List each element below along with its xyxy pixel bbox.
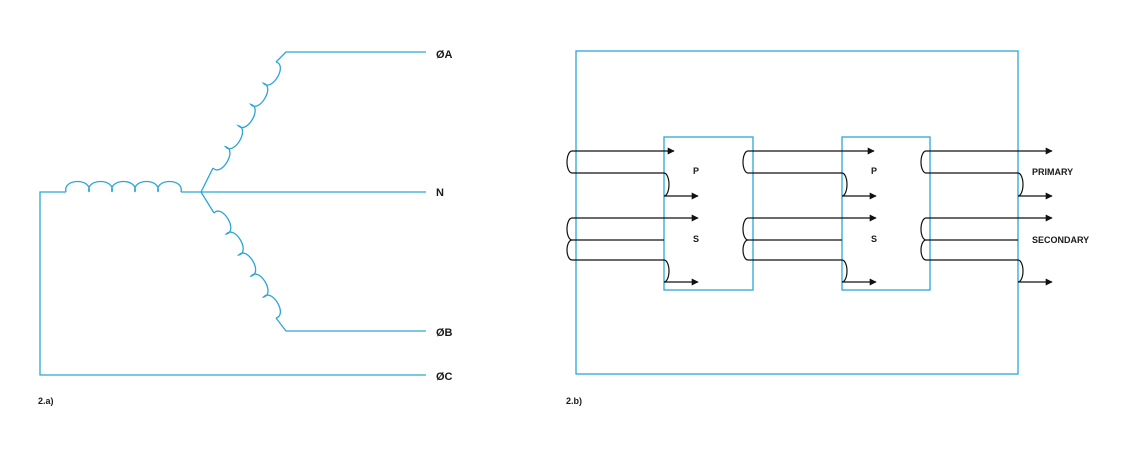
label-secondary-side: SECONDARY (1032, 235, 1089, 245)
winding-zone-2 (742, 147, 877, 286)
loop-primary-left (920, 150, 927, 174)
loop-secondary-lower-left (920, 239, 927, 261)
loop-secondary-right (1017, 259, 1024, 283)
loop-secondary-limb-1 (663, 259, 670, 283)
transformer-core (575, 50, 1019, 375)
figure-b-transformer-diagram: P S P S PRIMARY SECONDARY 2.b) (566, 50, 1092, 406)
loop-secondary-upper-left (920, 217, 927, 241)
label-secondary-side-backing (1030, 234, 1092, 246)
loop-primary-right (1017, 172, 1024, 197)
loop-secondary-limb-2 (841, 259, 848, 283)
wye-wiring (39, 51, 426, 376)
loop-primary-left (566, 150, 573, 174)
caption-figure-a: 2.a) (38, 396, 54, 406)
label-phase-a: ØA (436, 49, 453, 61)
loop-secondary-lower-left (742, 239, 749, 261)
limb-2-label-primary: P (871, 166, 877, 176)
figure-a-wye-diagram: ØA N ØB ØC 2.a) (38, 49, 453, 406)
winding-zone-1 (566, 147, 699, 286)
core-outer-frame (575, 50, 1019, 375)
loop-secondary-lower-left (566, 239, 573, 261)
loop-secondary-upper-left (566, 217, 573, 241)
wire-phase-b (275, 317, 426, 332)
label-phase-c: ØC (436, 371, 453, 383)
limb-1-label-secondary: S (693, 234, 699, 244)
core-limb-2 (841, 136, 931, 291)
loop-primary-left (742, 150, 749, 174)
wire-star-to-lower-coil (200, 191, 215, 214)
loop-primary-limb-1 (663, 172, 670, 197)
wire-phase-a (275, 51, 426, 63)
wire-star-to-upper-coil (200, 167, 214, 193)
loop-secondary-upper-left (742, 217, 749, 241)
limb-1-label-primary: P (693, 166, 699, 176)
limb-2-label-secondary: S (871, 234, 877, 244)
core-limb-1 (663, 136, 754, 291)
winding-lower-coil (213, 210, 282, 319)
transformer-windings (566, 147, 1053, 286)
winding-horizontal-coil (65, 180, 182, 193)
wire-phase-c (39, 191, 426, 376)
winding-upper-coil (212, 61, 282, 171)
label-primary-side: PRIMARY (1032, 167, 1073, 177)
winding-zone-3 (920, 147, 1053, 286)
label-phase-b: ØB (436, 327, 453, 339)
caption-figure-b: 2.b) (566, 396, 582, 406)
label-neutral: N (436, 187, 444, 199)
label-primary-side-backing (1030, 166, 1076, 178)
loop-primary-limb-2 (841, 172, 848, 197)
